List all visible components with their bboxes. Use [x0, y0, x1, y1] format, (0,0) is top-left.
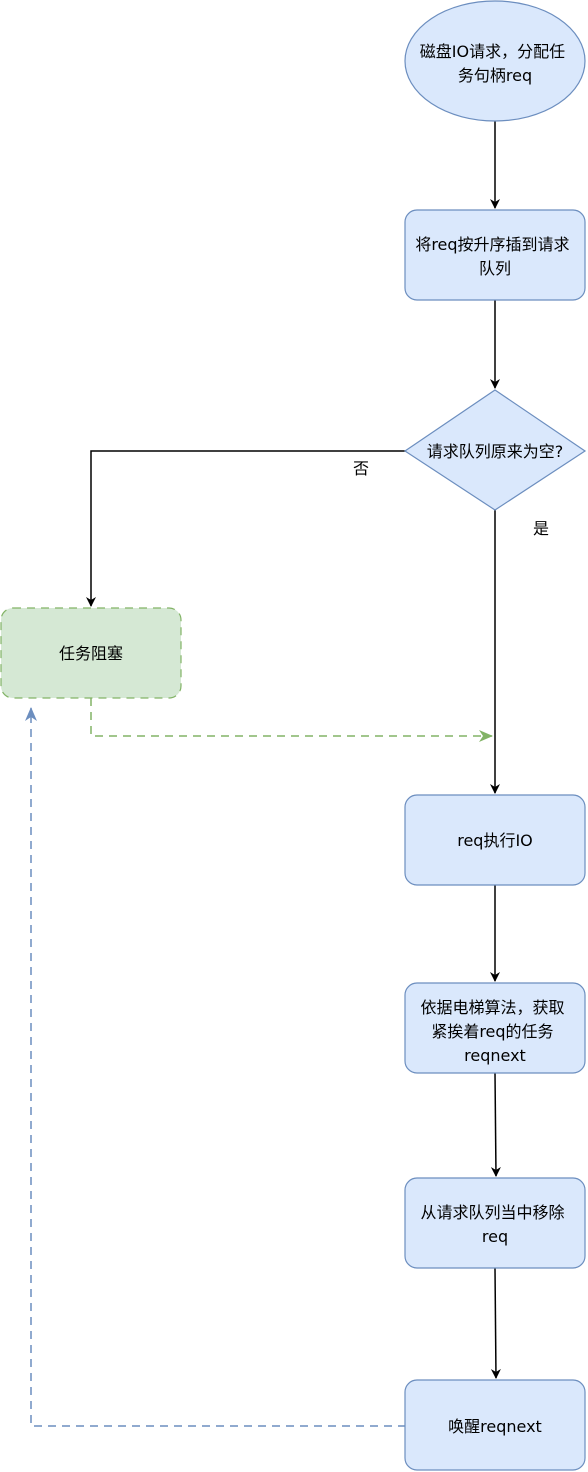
node-remove[interactable]: 从请求队列当中移除 req — [404, 1177, 586, 1269]
edge-elevator-to-remove — [490, 1072, 501, 1177]
wake-box — [404, 1379, 586, 1471]
decision-label: 请求队列原来为空? — [427, 442, 564, 461]
node-insert[interactable]: 将req按升序插到请求 队列 — [404, 209, 586, 301]
edge-decision-to-block — [86, 450, 407, 607]
edge-label-yes: 是 — [533, 519, 549, 538]
execute-box — [404, 794, 586, 886]
node-decision[interactable]: 请求队列原来为空? — [403, 389, 587, 511]
node-elevator[interactable]: 依据电梯算法，获取 紧挨着req的任务 reqnext — [404, 982, 586, 1074]
elevator-box — [404, 982, 586, 1074]
start-label: 磁盘IO请求，分配任 务句柄req — [420, 42, 570, 85]
node-start[interactable]: 磁盘IO请求，分配任 务句柄req — [404, 0, 586, 122]
elevator-label: 依据电梯算法，获取 紧挨着req的任务 reqnext — [420, 998, 569, 1065]
node-block[interactable]: 任务阻塞 — [0, 607, 182, 699]
edge-label-no: 否 — [353, 459, 369, 478]
block-label: 任务阻塞 — [59, 644, 123, 663]
block-box — [0, 607, 182, 699]
edge-block-to-main-dashed — [90, 698, 493, 742]
wake-label: 唤醒reqnext — [448, 1417, 542, 1436]
edges — [25, 121, 501, 1427]
start-ellipse — [404, 0, 586, 122]
edge-remove-to-wake — [490, 1267, 501, 1379]
decision-diamond — [403, 389, 587, 511]
edge-wake-to-block-dashed — [25, 707, 406, 1427]
remove-label: 从请求队列当中移除 req — [420, 1203, 569, 1246]
node-execute[interactable]: req执行IO — [404, 794, 586, 886]
insert-label: 将req按升序插到请求 队列 — [415, 235, 574, 278]
remove-box — [404, 1177, 586, 1269]
node-wake[interactable]: 唤醒reqnext — [404, 1379, 586, 1471]
insert-box — [404, 209, 586, 301]
execute-label: req执行IO — [457, 831, 533, 850]
